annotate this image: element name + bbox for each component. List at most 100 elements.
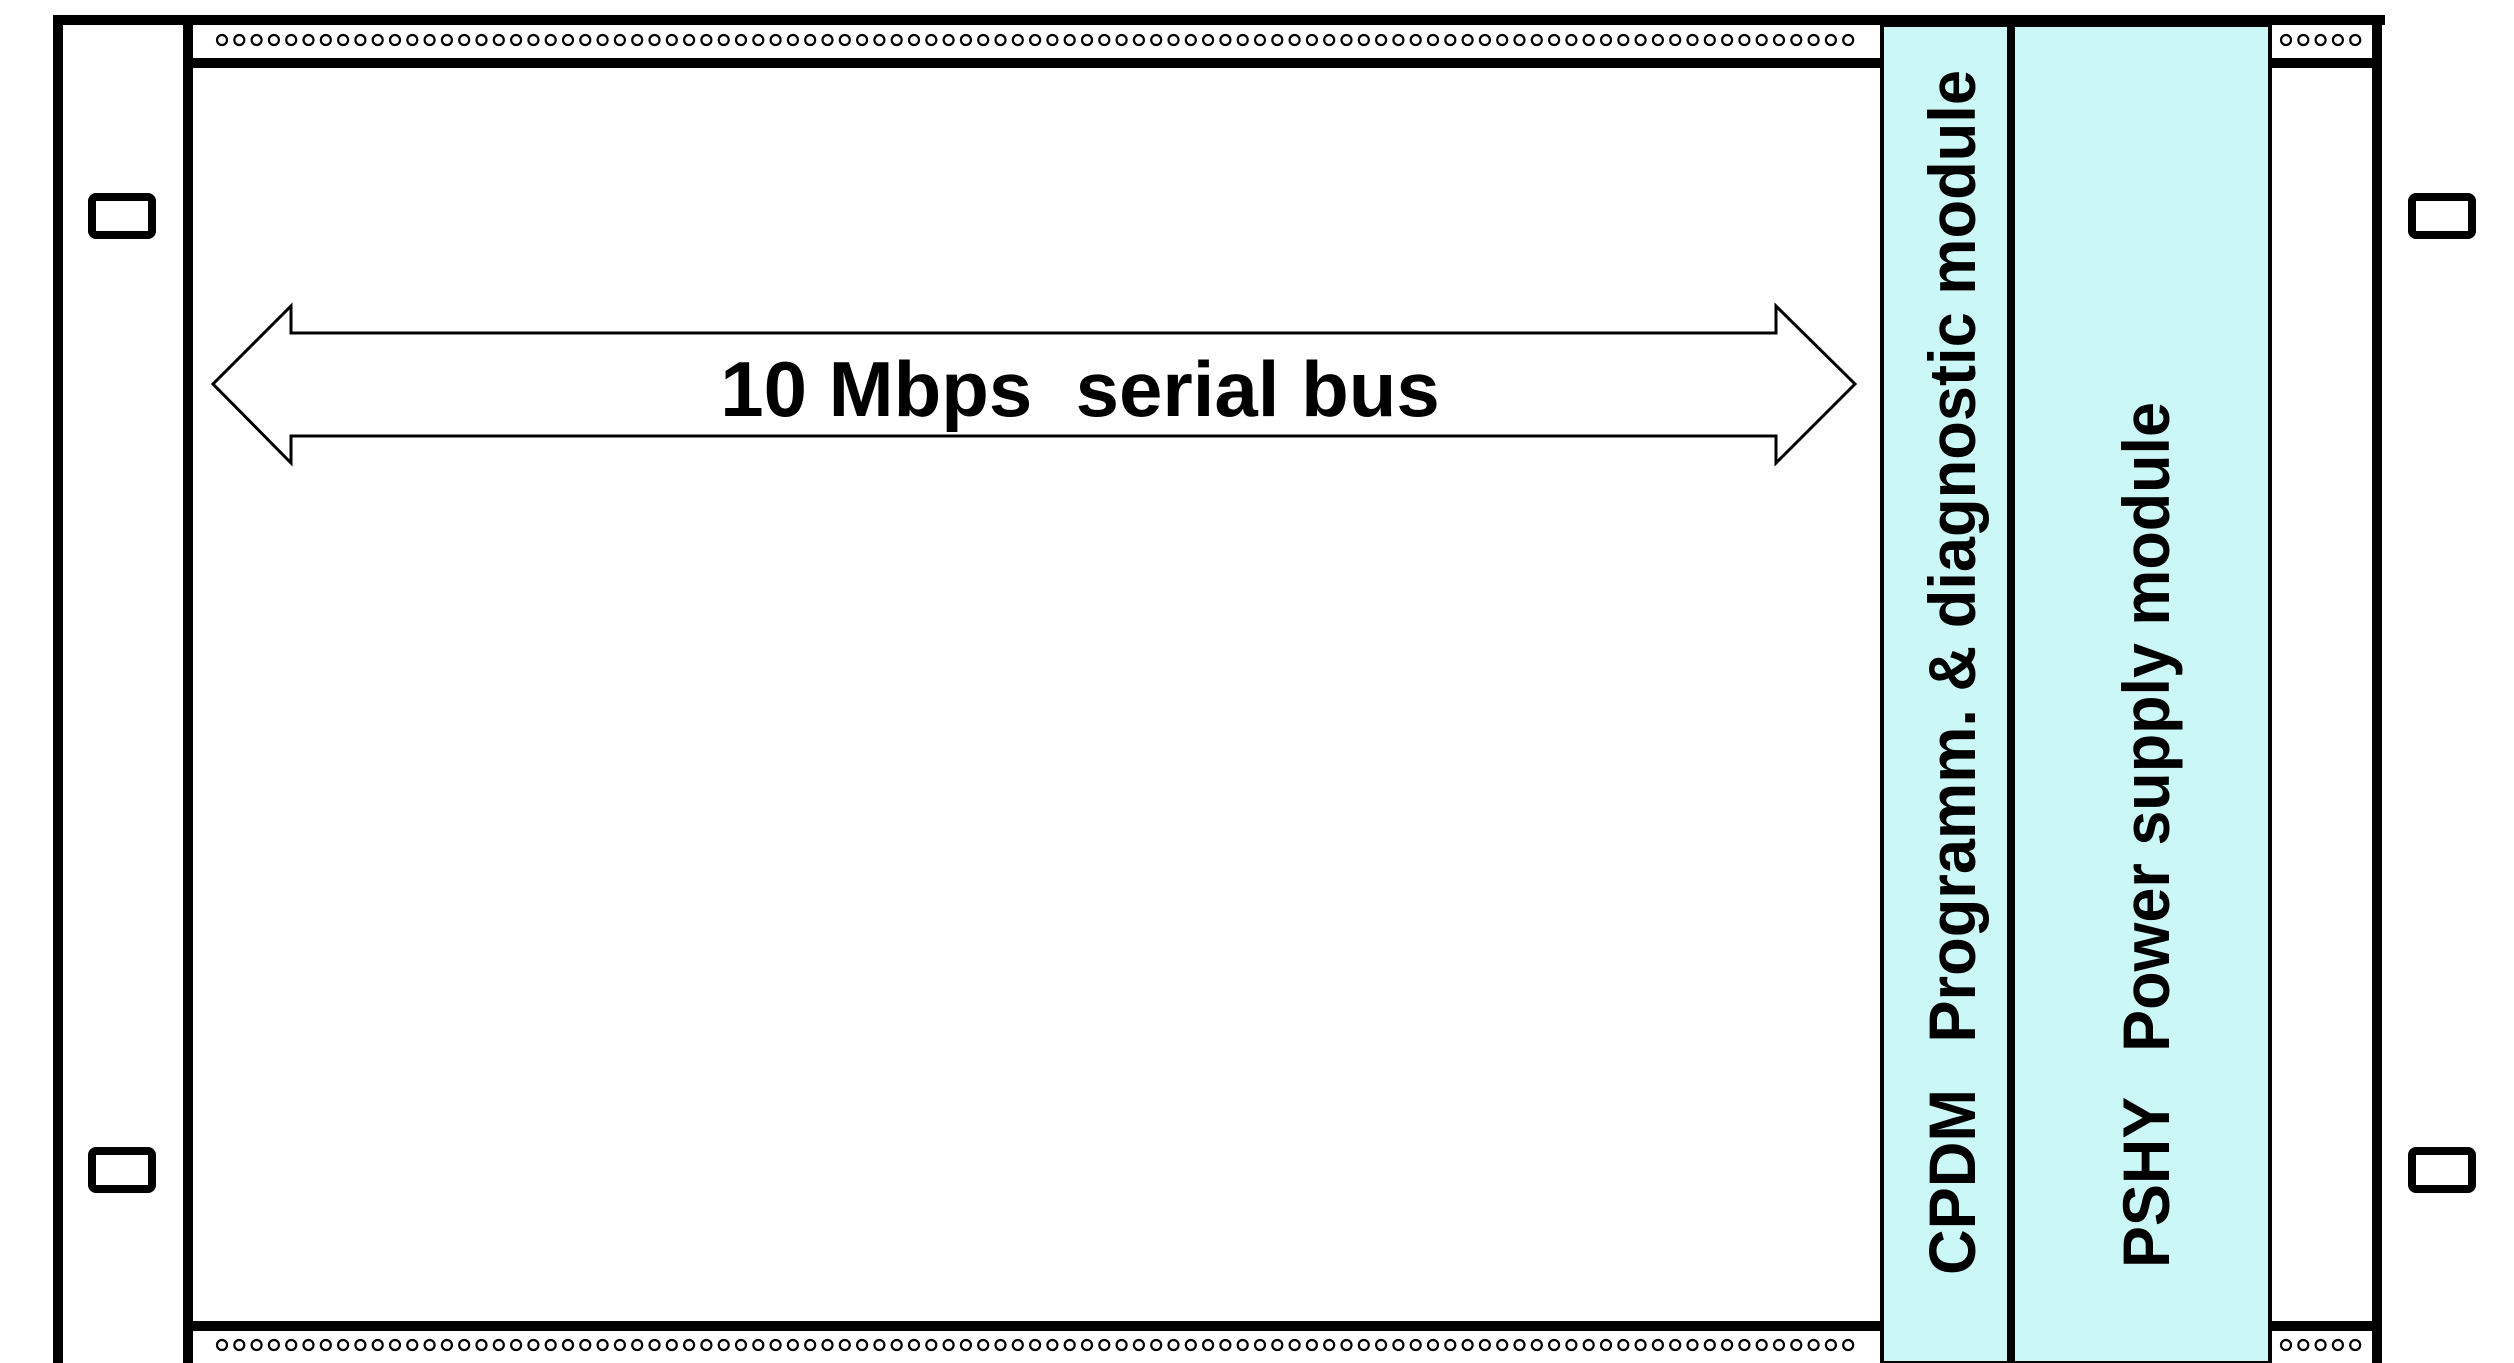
rail-hole [700,1338,713,1352]
rail-hole [596,1338,609,1352]
rail-hole [579,33,592,47]
rail-hole [648,1338,661,1352]
rail-hole [786,33,800,47]
rail-hole [423,33,436,47]
rail-hole [1565,33,1578,47]
rail-hole [267,33,280,47]
rail-hole [1686,1338,1699,1352]
rail-hole [354,33,367,47]
rail-hole [1132,33,1146,47]
rail-hole [1098,1338,1111,1352]
rail-hole [1236,1338,1249,1352]
rail-hole [925,1338,938,1352]
rail-hole [1167,1338,1180,1352]
rail-hole [1478,1338,1492,1352]
rail-hole [596,33,609,47]
rail-hole [665,1338,678,1352]
rail-hole [855,1338,869,1352]
rail-hole [1772,1338,1786,1352]
rail-hole [2279,1338,2293,1352]
rail-hole [1305,33,1319,47]
rail-hole [440,33,453,47]
rail-hole [873,33,886,47]
rail-hole [406,33,419,47]
rail-hole [1098,33,1111,47]
rail-hole [1046,1338,1059,1352]
rail-hole [734,1338,748,1352]
mounting-slot-top-right [2408,193,2476,239]
rail-hole [285,33,298,47]
mounting-slot-bottom-left [88,1147,156,1193]
rail-hole [959,33,973,47]
rail-hole [458,33,471,47]
rail-hole [769,33,782,47]
rail-hole [1807,1338,1820,1352]
rail-hole [1669,33,1682,47]
rail-hole [1115,1338,1128,1352]
rail-hole [1807,33,1820,47]
rail-hole [1478,33,1492,47]
rail-hole [804,1338,817,1352]
mounting-slots [88,193,2476,1193]
rail-hole [1842,1338,1855,1352]
rail-hole [1236,33,1249,47]
rail-hole [1634,1338,1647,1352]
top-right-rail-holes [2279,33,2362,47]
rail-hole [2314,33,2327,47]
rail-hole [1011,33,1024,47]
rail-hole [1063,1338,1076,1352]
pshy-module-code: PSHY [2109,1098,2183,1268]
rail-hole [1720,1338,1734,1352]
rail-hole [648,33,661,47]
rail-hole [1582,33,1595,47]
rail-hole [1046,33,1059,47]
rail-hole [423,1338,436,1352]
svg-text:CPDM Programm. & diagnos: CPDM Programm. & diagnostic module [1915,70,1989,1275]
rail-hole [1253,33,1267,47]
rail-hole [1530,1338,1543,1352]
rail-hole [509,33,523,47]
rail-hole [1738,1338,1751,1352]
rail-hole [1772,33,1786,47]
rail-hole [233,1338,246,1352]
rail-hole [2349,1338,2362,1352]
rail-hole [388,33,402,47]
rail-hole [1167,33,1180,47]
rail-hole [769,1338,782,1352]
rail-hole [1392,33,1405,47]
rail-hole [1496,1338,1509,1352]
rail-hole [440,1338,453,1352]
rail-hole [1080,1338,1094,1352]
rail-hole [509,1338,523,1352]
rail-hole [821,33,834,47]
rail-hole [1599,33,1613,47]
rail-hole [665,33,678,47]
rail-hole [613,1338,627,1352]
rail-hole [475,33,488,47]
rail-hole [1444,1338,1457,1352]
rail-hole [1669,1338,1682,1352]
rail-hole [994,1338,1007,1352]
rail-hole [1651,33,1665,47]
rail-hole [1323,33,1336,47]
rail-hole [1426,1338,1440,1352]
rail-hole [250,1338,263,1352]
pshy-label-group: PSHY Power supply module [2109,402,2183,1268]
rail-hole [527,33,540,47]
rail-hole [700,33,713,47]
rail-hole [1582,1338,1595,1352]
rail-hole [337,1338,350,1352]
rail-hole [1409,1338,1422,1352]
rail-hole [682,33,696,47]
rail-hole [1444,33,1457,47]
top-rail-holes [215,33,1855,47]
rail-hole [233,33,246,47]
rail-hole [561,1338,575,1352]
rail-hole [544,33,557,47]
rail-hole [1080,33,1094,47]
rail-hole [977,33,990,47]
rail-hole [1634,33,1647,47]
rail-hole [942,1338,955,1352]
rail-hole [1288,33,1301,47]
rail-hole [1755,33,1768,47]
